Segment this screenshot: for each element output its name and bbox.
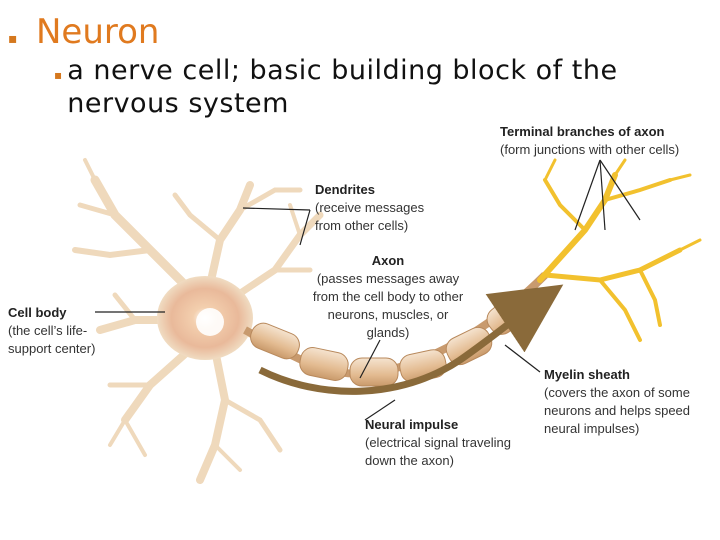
label-cell-body: Cell body (the cell’s life-support cente… <box>8 305 96 356</box>
definition-text: a nerve cell; basic building block of th… <box>67 55 618 119</box>
dendrites <box>72 158 324 484</box>
label-dendrites: Dendrites (receive messages from other c… <box>315 182 425 233</box>
label-myelin-sheath: Myelin sheath (covers the axon of some n… <box>544 367 691 436</box>
neural-impulse-arrow <box>258 284 564 395</box>
bullet-square-icon: ▪ <box>54 68 63 82</box>
bullet-square-icon: ▪ <box>8 31 18 47</box>
label-axon: Axon (passes messages away from the cell… <box>312 253 464 340</box>
bullet-level-1: ▪ Neuron <box>8 12 159 52</box>
leader-lines <box>95 159 641 421</box>
terminal-branches <box>537 158 702 342</box>
heading-neuron: Neuron <box>36 12 160 52</box>
bullet-level-2: ▪ a nerve cell; basic building block of … <box>54 54 714 120</box>
label-neural-impulse: Neural impulse (electrical signal travel… <box>365 417 511 468</box>
label-terminal-branches: Terminal branches of axon (form junction… <box>500 124 680 157</box>
